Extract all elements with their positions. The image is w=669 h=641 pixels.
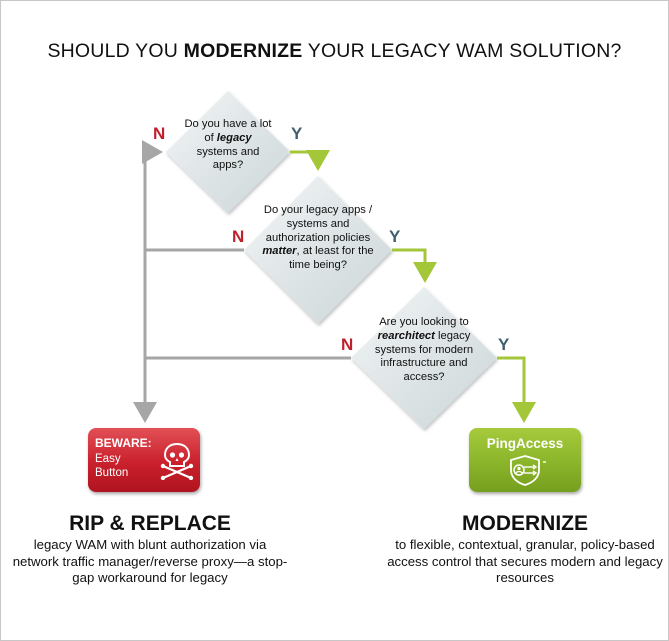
decision-diamond-1 [166,91,290,213]
yes-connector-2 [392,248,437,283]
question-2-text: Do your legacy apps / systems and author… [262,204,374,272]
no-label-1: N [153,124,166,143]
modernize-description: to flexible, contextual, granular, polic… [387,537,663,585]
beware-text: Easy Button [95,453,129,479]
modernize-headline: MODERNIZE [462,512,588,535]
beware-easy-button[interactable]: BEWARE: Easy Button [88,428,200,492]
shield-access-icon [510,455,546,486]
beware-title: BEWARE: [95,436,152,450]
no-label-3: N [341,335,354,354]
pingaccess-title: PingAccess [486,436,564,451]
skull-crossbones-icon [160,442,194,480]
question-3-text: Are you looking to rearchitect legacy sy… [374,316,474,384]
question-1-text: Do you have a lot of legacy systems and … [184,118,272,172]
decision-diamond-2 [244,176,392,324]
no-label-2: N [232,227,245,246]
pingaccess-button[interactable]: PingAccess [469,428,581,492]
yes-label-3: Y [498,335,510,354]
yes-label-2: Y [389,227,401,246]
rip-replace-description: legacy WAM with blunt authorization via … [12,537,288,585]
yes-connector-3 [497,356,536,423]
yes-connector-1 [290,150,330,171]
rip-replace-headline: RIP & REPLACE [69,512,231,535]
page-title: SHOULD YOU MODERNIZE YOUR LEGACY WAM SOL… [47,40,622,62]
decision-diamond-3 [351,287,497,429]
yes-label-1: Y [291,124,303,143]
